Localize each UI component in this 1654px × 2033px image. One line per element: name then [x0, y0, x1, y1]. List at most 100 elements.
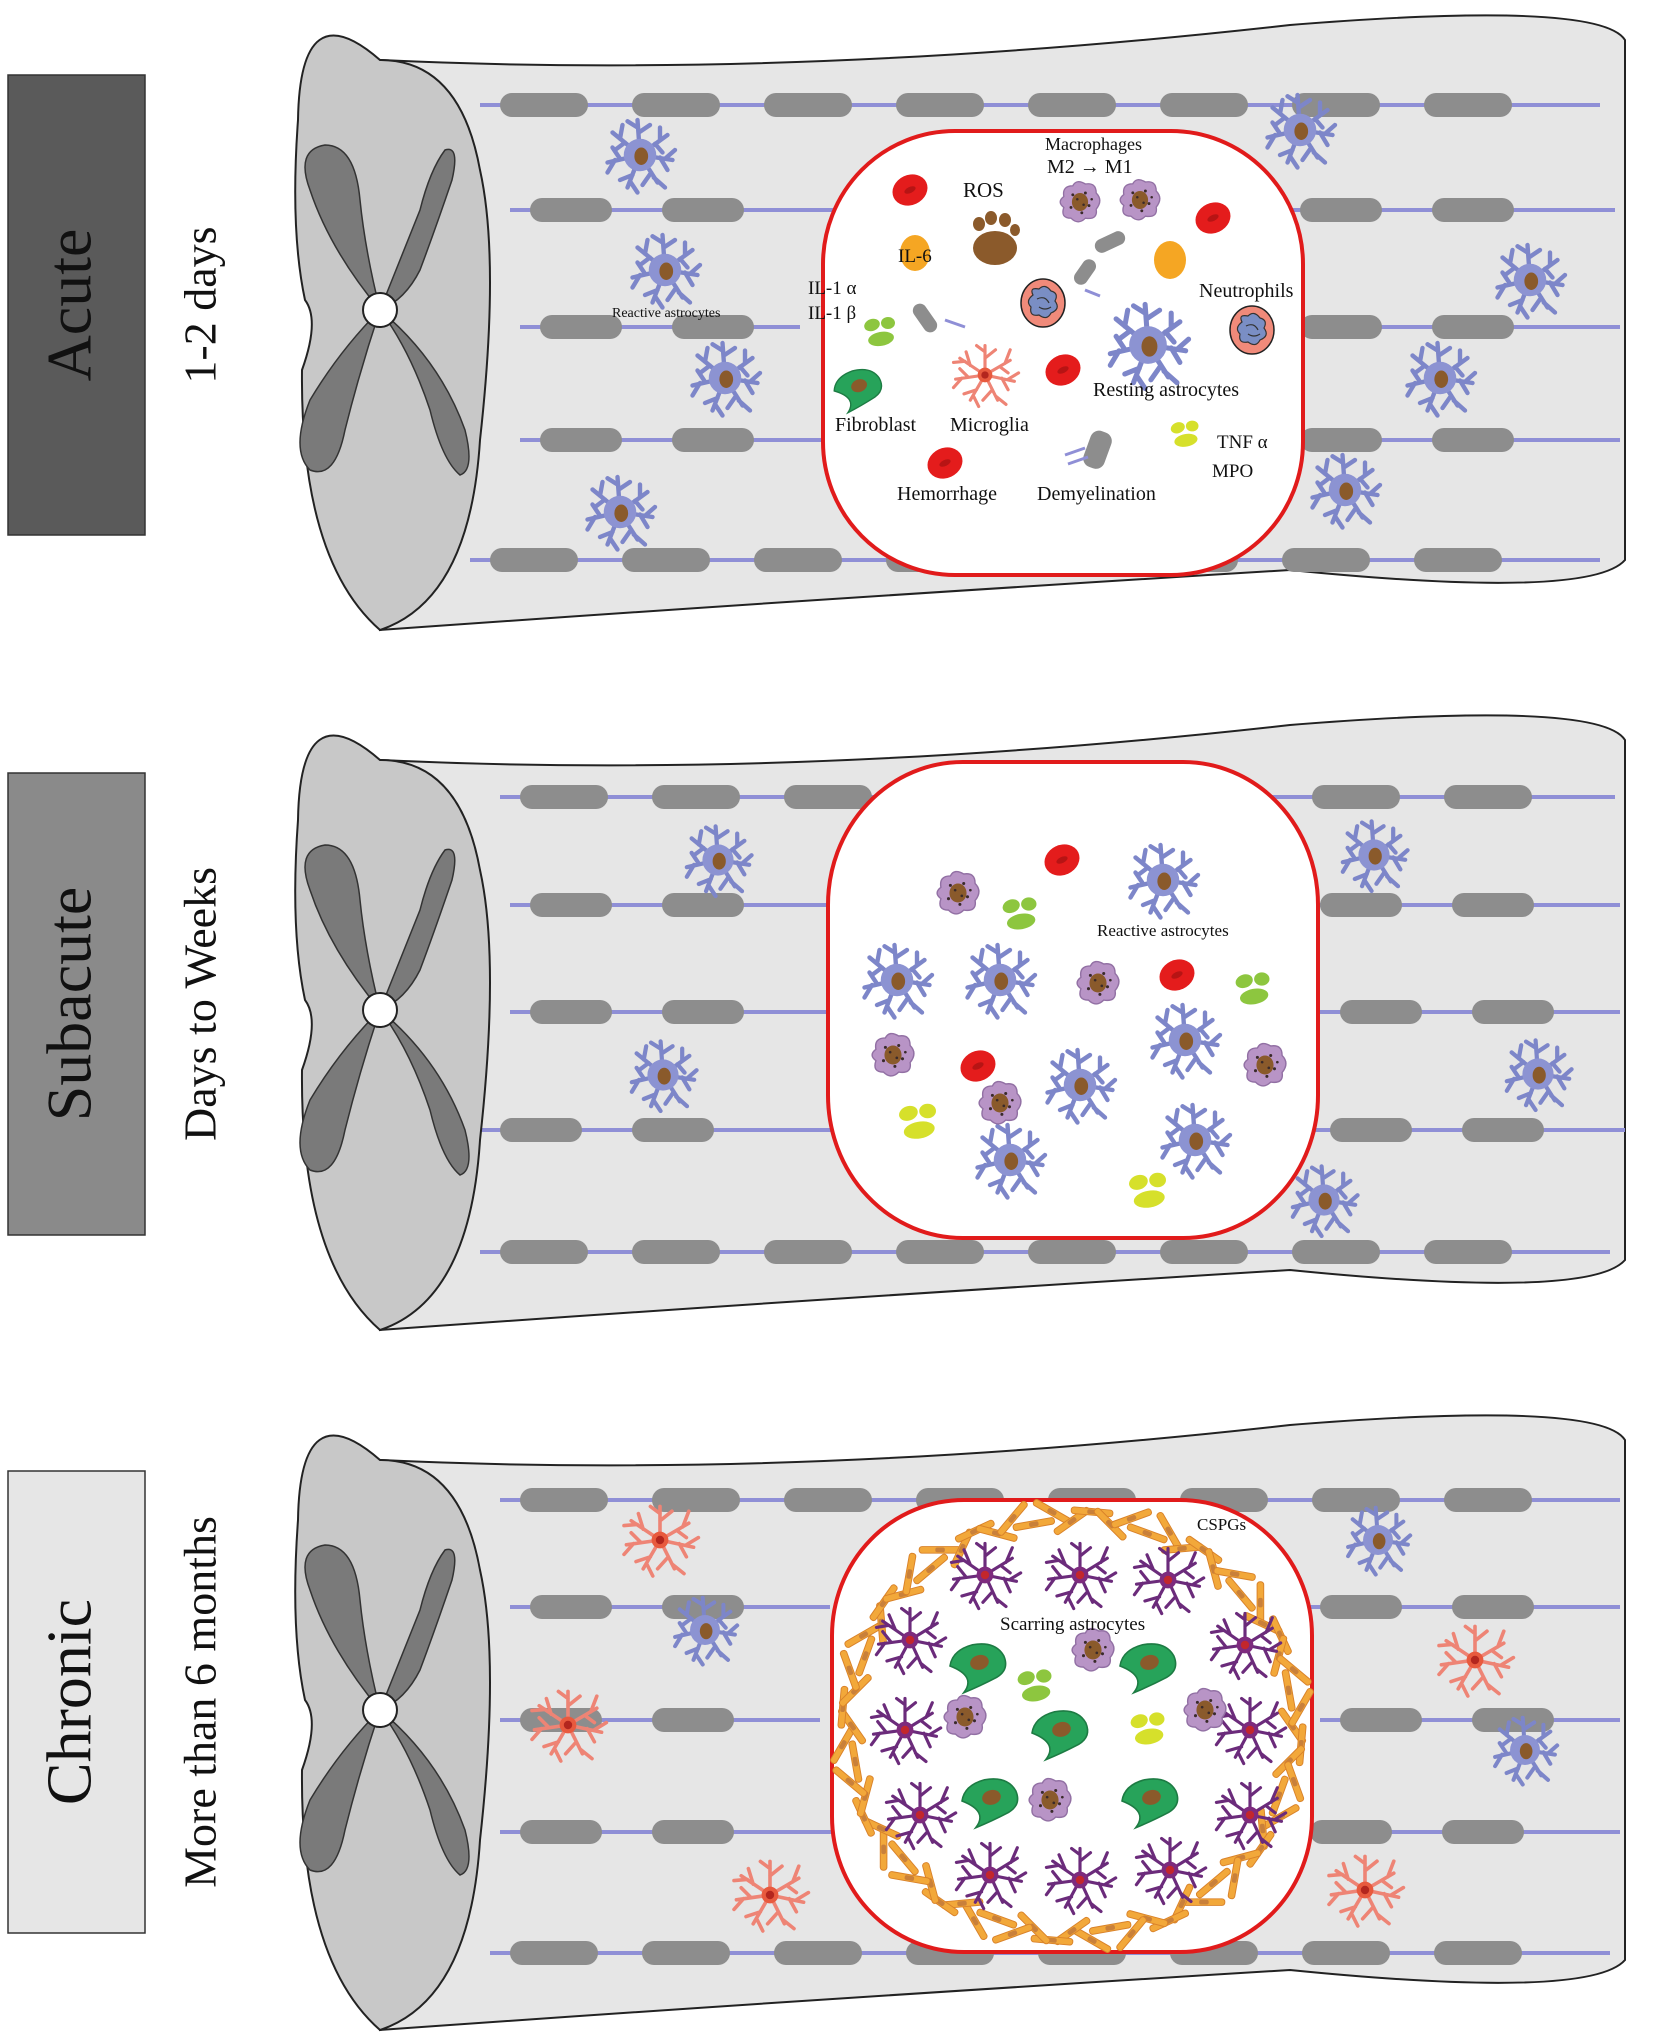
myelin-segment	[764, 93, 852, 117]
myelin-segment	[652, 1708, 734, 1732]
label-fibroblast: Fibroblast	[835, 414, 917, 436]
il6-icon	[900, 235, 930, 271]
myelin-segment	[1340, 1708, 1422, 1732]
macrophage-icon	[943, 1694, 987, 1739]
ventral-horn-right	[379, 1009, 470, 1176]
myelin-segment	[530, 1000, 612, 1024]
myelin-fragment	[912, 303, 938, 333]
axon-fragment	[1064, 446, 1086, 457]
myelin-segment	[652, 785, 740, 809]
grey-matter	[299, 144, 470, 476]
axon-fragment	[1067, 455, 1089, 466]
stage-name-chronic: Chronic	[34, 1599, 105, 1805]
label-m2-m1: M2 → M1	[1047, 156, 1133, 178]
label-il6: IL-6	[898, 246, 932, 267]
myelin-segment	[1282, 548, 1370, 572]
myelin-fragment	[1073, 259, 1097, 285]
myelin-segment	[520, 785, 608, 809]
myelin-segment	[1028, 93, 1116, 117]
central-canal	[362, 1692, 398, 1728]
il6-icon	[1154, 241, 1186, 279]
label-mpo: MPO	[1212, 461, 1253, 482]
myelin-segment	[500, 93, 588, 117]
ventral-horn-left	[299, 1009, 381, 1173]
axon-row	[1320, 1708, 1620, 1732]
dorsal-horn-right	[378, 848, 456, 1012]
myelin-segment	[530, 893, 612, 917]
cord-cross-section	[294, 734, 491, 1332]
myelin-segment	[1424, 93, 1512, 117]
myelin-segment	[632, 1118, 714, 1142]
axon-row	[1290, 1820, 1620, 1844]
axon-fragment	[1084, 288, 1101, 298]
axon-row	[520, 315, 800, 339]
macrophage-icon	[1076, 960, 1120, 1005]
axon-row	[510, 893, 850, 917]
axon-row	[1280, 428, 1620, 452]
axon-row	[510, 198, 850, 222]
central-canal	[362, 292, 398, 328]
myelin-segment	[520, 1820, 602, 1844]
myelin-segment	[1424, 1240, 1512, 1264]
myelin-fragment	[1083, 430, 1112, 469]
myelin-segment	[784, 785, 872, 809]
myelin-segment	[642, 1941, 730, 1965]
myelin-segment	[1330, 1118, 1412, 1142]
axon-row	[1310, 1118, 1625, 1142]
myelin-segment	[530, 198, 612, 222]
panel-acute	[294, 14, 1626, 632]
myelin-segment	[1028, 1240, 1116, 1264]
macrophage-icon	[1059, 181, 1101, 223]
myelin-segment	[652, 1488, 740, 1512]
myelin-segment	[490, 548, 578, 572]
stage-name-acute: Acute	[34, 229, 105, 382]
myelin-segment	[662, 198, 744, 222]
axon-row	[480, 1118, 835, 1142]
label-microglia: Microglia	[950, 414, 1029, 436]
myelin-segment	[1432, 315, 1514, 339]
macrophage-icon	[978, 1080, 1022, 1125]
axon-row	[510, 1000, 830, 1024]
myelin-segment	[1302, 1941, 1390, 1965]
grey-matter	[299, 1544, 470, 1876]
axon-row	[1300, 1595, 1620, 1619]
myelin-segment	[774, 1941, 862, 1965]
label-il1b: IL-1 β	[808, 303, 856, 324]
myelin-segment	[1472, 1000, 1554, 1024]
myelin-segment	[520, 1488, 608, 1512]
label-reactive-astrocytes-subacute: Reactive astrocytes	[1097, 921, 1229, 940]
myelin-segment	[672, 428, 754, 452]
myelin-segment	[784, 1488, 872, 1512]
axon-row	[1280, 198, 1615, 222]
macrophage-icon	[1028, 1777, 1072, 1822]
label-ros: ROS	[963, 178, 1004, 202]
axon-fragment	[944, 318, 966, 329]
dorsal-horn-right	[378, 148, 456, 312]
myelin-segment	[1444, 1488, 1532, 1512]
cspg-icon	[918, 1546, 962, 1554]
panel-chronic	[294, 1414, 1626, 2032]
label-il1a: IL-1 α	[808, 278, 857, 299]
label-cspgs: CSPGs	[1197, 1515, 1246, 1534]
myelin-segment	[672, 315, 754, 339]
central-canal	[362, 992, 398, 1028]
myelin-segment	[1292, 93, 1380, 117]
axon-row	[1300, 893, 1620, 917]
myelin-segment	[540, 315, 622, 339]
axon-row	[480, 93, 1600, 117]
macrophage-icon	[1183, 1687, 1227, 1732]
myelin-segment	[510, 1941, 598, 1965]
myelin-segment	[1452, 893, 1534, 917]
myelin-segment	[1312, 1488, 1400, 1512]
axon-row	[480, 1240, 1610, 1264]
myelin-segment	[896, 1240, 984, 1264]
myelin-segment	[1432, 428, 1514, 452]
dorsal-horn-left	[304, 1544, 381, 1711]
myelin-segment	[500, 1240, 588, 1264]
axon-row	[500, 1820, 835, 1844]
label-demyelination: Demyelination	[1037, 483, 1156, 505]
label-macrophages: Macrophages	[1045, 134, 1142, 154]
myelin-segment	[1442, 1820, 1524, 1844]
myelin-segment	[1160, 1240, 1248, 1264]
